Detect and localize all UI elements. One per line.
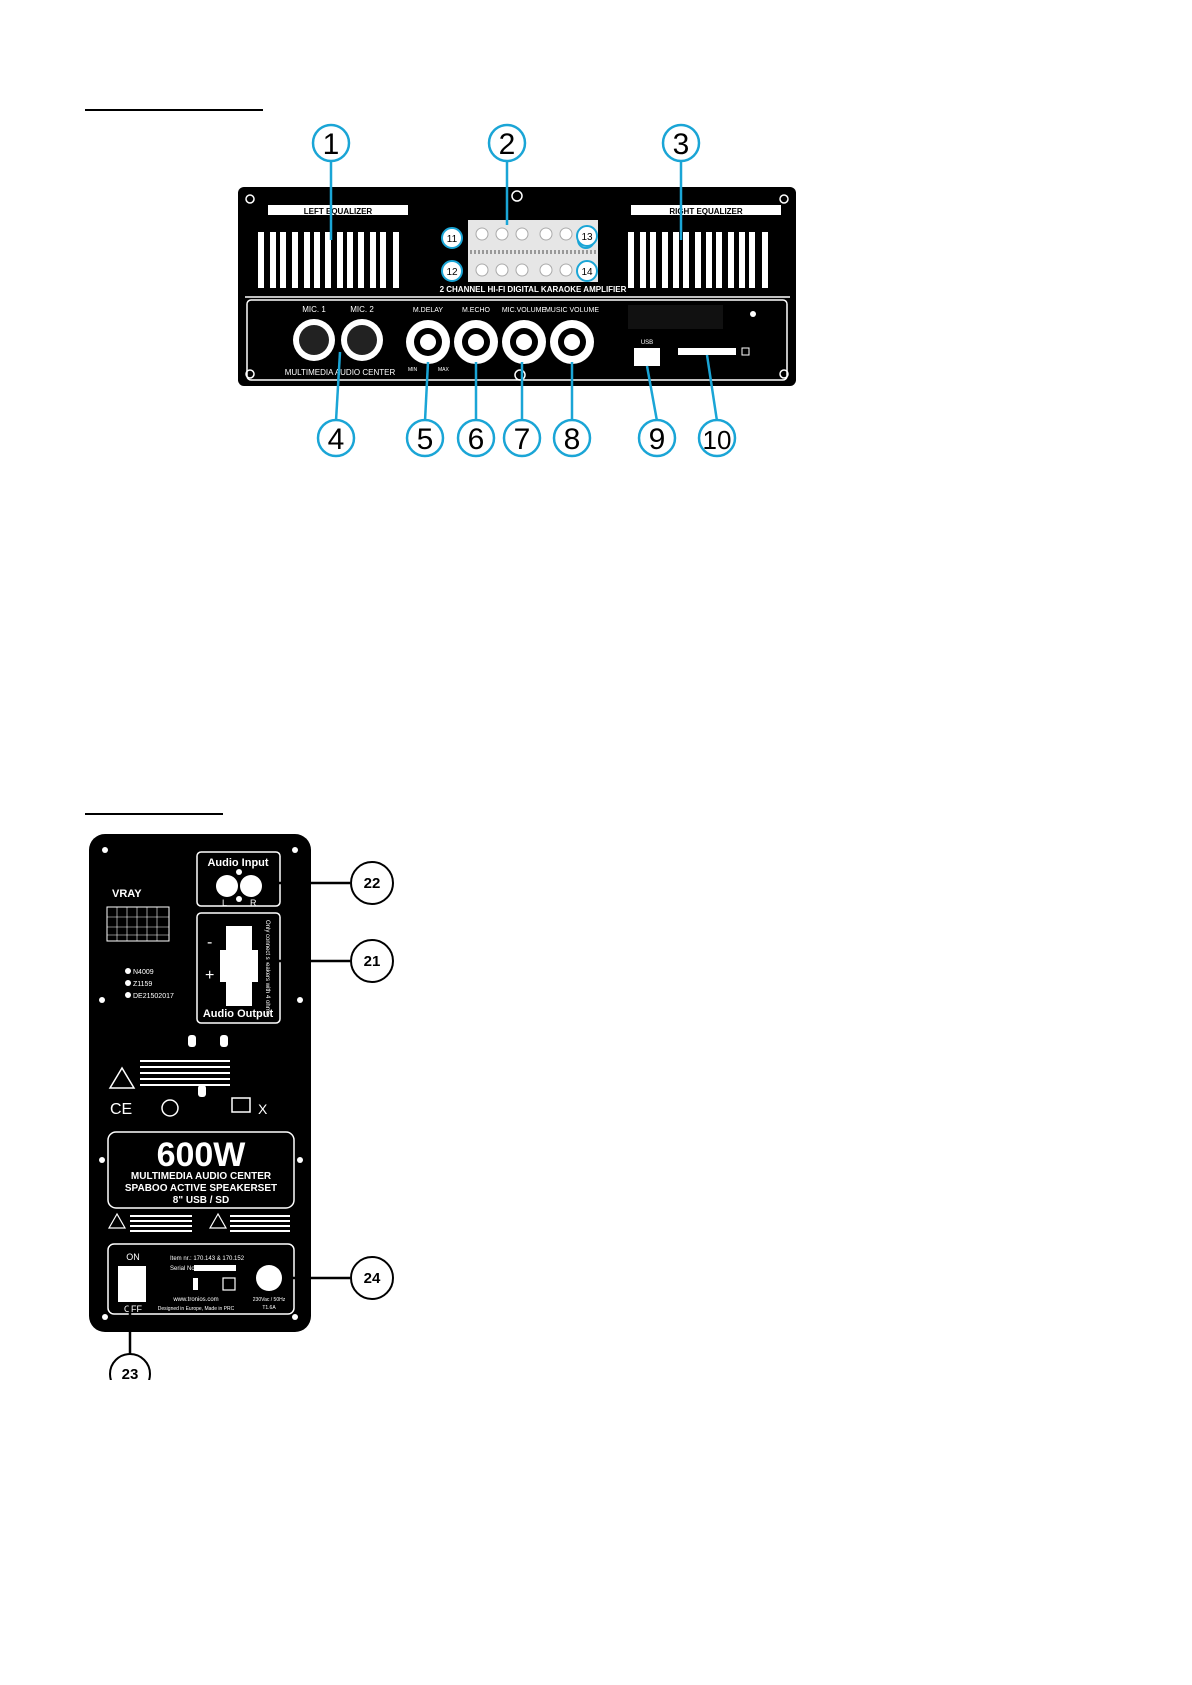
output-plus: + [205, 967, 214, 984]
callout-3: 3 [673, 128, 690, 161]
website: www.tronios.com [172, 1297, 218, 1303]
callout-22: 22 [364, 875, 381, 892]
audio-input-box [196, 851, 281, 907]
mains-rating: 230Vac / 50Hz [253, 1297, 286, 1303]
product-line-1: MULTIMEDIA AUDIO CENTER [131, 1171, 272, 1182]
warning-icon [107, 1212, 127, 1229]
speaker-terminal[interactable] [226, 926, 252, 1006]
callout-24: 24 [364, 1270, 381, 1287]
section-rule-front [85, 109, 263, 111]
cert-1: N4009 [133, 969, 154, 976]
manual-icon [231, 1097, 251, 1113]
front-panel-figure: LEFT EQUALIZER RIGHT EQUALIZER 2 CHANNEL… [238, 123, 796, 458]
callout-12: 12 [446, 267, 458, 278]
cert-2: Z1159 [133, 981, 152, 988]
output-note: Only connect speakers with 4 ohms [264, 920, 270, 1015]
product-line-3: 8" USB / SD [173, 1195, 229, 1206]
warning-icon [108, 1066, 136, 1089]
rca-input-left[interactable] [216, 875, 238, 897]
knob-label-echo: M.ECHO [462, 307, 491, 314]
callout-8: 8 [564, 423, 581, 456]
left-eq-sliders [258, 232, 399, 288]
section-rule-rear [85, 813, 223, 815]
weee-icon: X [258, 1101, 268, 1117]
callout-10: 10 [703, 425, 732, 455]
power-switch[interactable] [118, 1266, 146, 1302]
mic1-label: MIC. 1 [302, 305, 326, 314]
callout-23: 23 [122, 1366, 139, 1380]
right-eq-sliders [628, 232, 768, 288]
usb-port[interactable] [634, 348, 660, 366]
callout-11: 11 [447, 234, 458, 245]
left-eq-title: LEFT EQUALIZER [304, 207, 373, 216]
power-led [750, 311, 756, 317]
rca-input-right[interactable] [240, 875, 262, 897]
power-rating: 600W [157, 1136, 247, 1174]
off-label: OFF [124, 1304, 142, 1314]
audio-output-label: Audio Output [203, 1008, 274, 1020]
brand-logo: VRAY [112, 888, 142, 900]
frequency-graph [106, 906, 170, 942]
callout-5: 5 [417, 423, 434, 456]
callout-2: 2 [499, 128, 516, 161]
usb-label: USB [641, 340, 653, 346]
designed-made: Designed in Europe, Made in PRC [158, 1306, 235, 1312]
panel-screw [245, 194, 255, 204]
rear-panel-figure: VRAY Audio Input L R - + Only connect sp… [89, 834, 394, 1380]
sd-slot[interactable] [678, 348, 736, 355]
power-inlet[interactable] [256, 1265, 282, 1291]
knob-group [406, 320, 594, 364]
audio-output-box [196, 912, 281, 1024]
knob-label-delay: M.DELAY [413, 307, 444, 314]
double-insulation-icon [222, 1277, 236, 1291]
callout-4: 4 [328, 423, 345, 456]
on-label: ON [126, 1252, 140, 1262]
ce-mark: CE [110, 1101, 132, 1118]
panel-screw [511, 190, 523, 202]
front-brand-line: MULTIMEDIA AUDIO CENTER [285, 368, 396, 377]
input-l-label: L [222, 898, 227, 908]
max-label: MAX [438, 367, 450, 373]
callout-14: 14 [581, 267, 593, 278]
knob-label-music-volume: MUSIC VOLUME [545, 307, 599, 314]
cert-3: DE21502017 [133, 993, 174, 1000]
amp-title: 2 CHANNEL HI-FI DIGITAL KARAOKE AMPLIFIE… [440, 285, 627, 294]
mic2-label: MIC. 2 [350, 305, 374, 314]
product-line-2: SPABOO ACTIVE SPEAKERSET [125, 1183, 277, 1194]
callout-13: 13 [581, 232, 593, 243]
callout-21: 21 [364, 953, 381, 970]
callout-1: 1 [323, 128, 340, 161]
product-box [107, 1131, 295, 1209]
panel-screw [245, 369, 255, 379]
callout-7: 7 [514, 423, 531, 456]
panel-screw [779, 194, 789, 204]
audio-input-label: Audio Input [207, 857, 268, 869]
knob-label-mic-volume: MIC.VOLUME [502, 307, 547, 314]
panel-screw [779, 369, 789, 379]
fuse-rating: T1.6A [262, 1305, 276, 1311]
callout-6: 6 [468, 423, 485, 456]
min-label: MIN [408, 367, 418, 373]
serial-number-label: Serial No. [170, 1266, 197, 1272]
input-r-label: R [250, 898, 257, 908]
output-minus: - [207, 934, 212, 951]
ground-icon [161, 1099, 179, 1117]
right-eq-title: RIGHT EQUALIZER [669, 207, 743, 216]
item-number: Item nr.: 170.143 & 170.152 [170, 1256, 245, 1262]
callout-9: 9 [649, 423, 666, 456]
warning-icon [208, 1212, 228, 1229]
